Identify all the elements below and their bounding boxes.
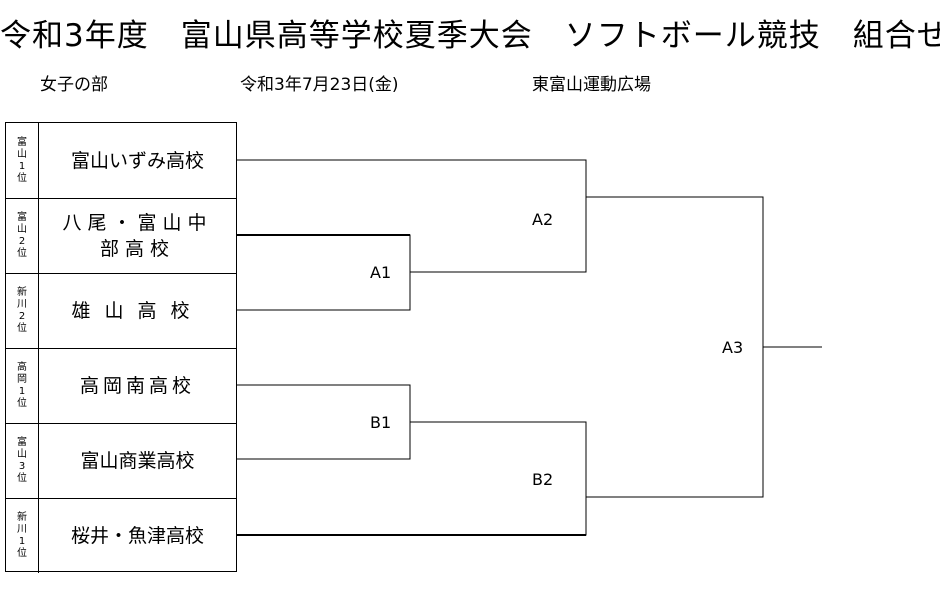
team-name: 富山いずみ高校 <box>70 149 204 172</box>
match-label-a3: A3 <box>722 338 744 357</box>
event-date: 令和3年7月23日(金) <box>240 75 399 95</box>
match-label-b1: B1 <box>370 413 392 432</box>
match-label-a1: A1 <box>370 263 392 282</box>
bracket-line-team1 <box>237 159 587 273</box>
event-venue: 東富山運動広場 <box>532 75 651 95</box>
page-title: 令和3年度 富山県高等学校夏季大会 ソフトボール競技 組合せ <box>0 18 940 54</box>
team-name: 八尾・富山中部高校 <box>62 212 213 260</box>
team-name: 桜井・魚津高校 <box>70 525 204 547</box>
team-name: 高岡南高校 <box>79 375 195 397</box>
match-label-b2: B2 <box>532 470 554 489</box>
team-name: 雄山高校 <box>71 300 204 322</box>
team-name: 富山商業高校 <box>80 450 195 472</box>
match-label-a2: A2 <box>532 210 554 229</box>
division-label: 女子の部 <box>40 75 108 95</box>
